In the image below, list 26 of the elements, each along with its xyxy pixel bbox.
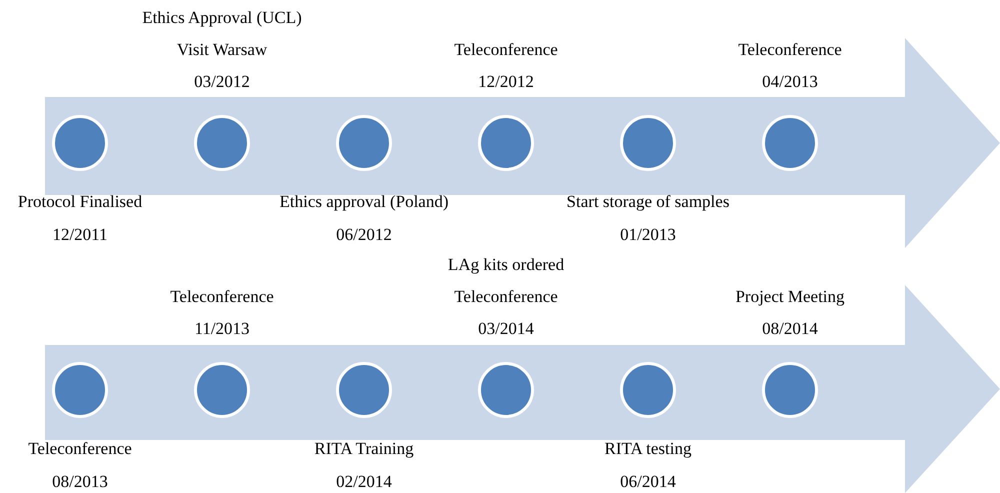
event-label: Ethics approval (Poland) bbox=[280, 192, 448, 212]
date-label: 11/2013 bbox=[194, 319, 250, 339]
date-label: 06/2014 bbox=[620, 472, 676, 492]
event-label: RITA Training bbox=[314, 439, 414, 459]
date-label: 01/2013 bbox=[620, 225, 676, 245]
event-label: Teleconference bbox=[28, 439, 132, 459]
date-label: 03/2014 bbox=[478, 319, 534, 339]
event-label: Project Meeting bbox=[735, 287, 845, 307]
event-label: LAg kits ordered bbox=[448, 255, 564, 275]
event-label: RITA testing bbox=[604, 439, 692, 459]
event-label: Teleconference bbox=[454, 287, 558, 307]
date-label: 08/2013 bbox=[52, 472, 108, 492]
event-label: Teleconference bbox=[454, 40, 558, 60]
event-label: Teleconference bbox=[170, 287, 274, 307]
event-label: Protocol Finalised bbox=[18, 192, 142, 212]
event-label: Ethics Approval (UCL) bbox=[142, 8, 302, 28]
date-label: 12/2011 bbox=[52, 225, 108, 245]
date-label: 12/2012 bbox=[478, 72, 534, 92]
date-label: 02/2014 bbox=[336, 472, 392, 492]
date-label: 04/2013 bbox=[762, 72, 818, 92]
date-label: 08/2014 bbox=[762, 319, 818, 339]
date-label: 03/2012 bbox=[194, 72, 250, 92]
event-label: Start storage of samples bbox=[566, 192, 730, 212]
date-label: 06/2012 bbox=[336, 225, 392, 245]
event-label: Teleconference bbox=[738, 40, 842, 60]
event-label: Visit Warsaw bbox=[176, 40, 268, 60]
